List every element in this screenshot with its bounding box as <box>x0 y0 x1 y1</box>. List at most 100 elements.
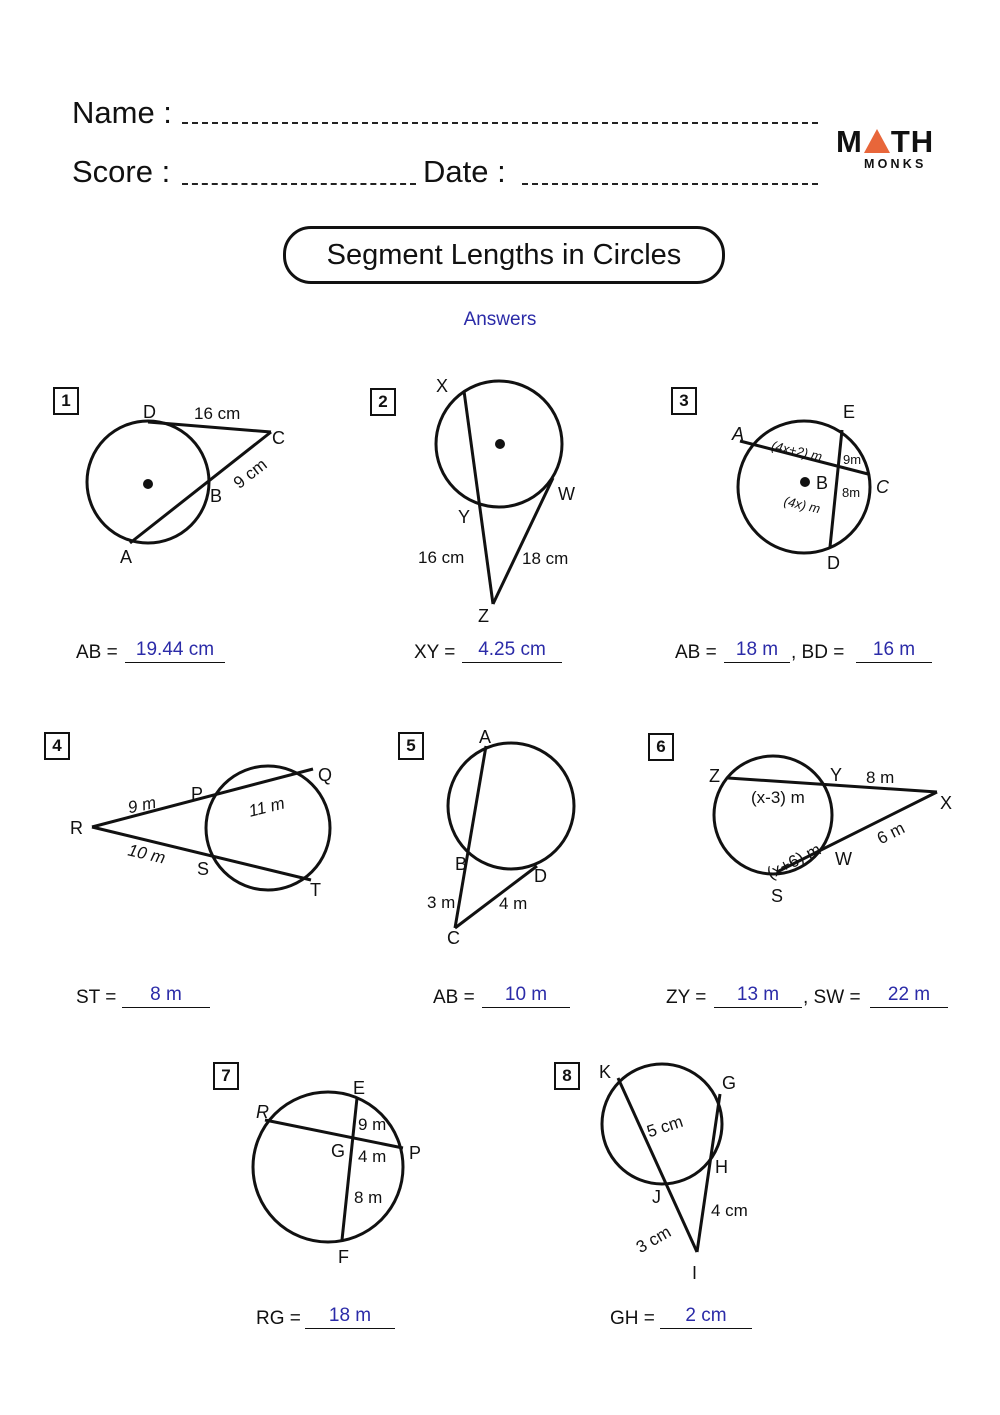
logo: M TH MONKS <box>836 124 934 171</box>
problem-number-8: 8 <box>554 1062 580 1090</box>
p8-measure-ji: 3 cm <box>633 1222 674 1257</box>
p4-measure-rp: 9 m <box>126 793 158 817</box>
p8-secant-ik <box>616 1077 699 1253</box>
score-line[interactable] <box>182 183 416 185</box>
p6-circle <box>712 754 834 876</box>
p2-answer-value[interactable]: 4.25 cm <box>462 640 562 663</box>
p5-secant-ca <box>453 745 488 929</box>
p2-secant-zx <box>462 390 495 605</box>
p6-answer-value-sw[interactable]: 22 m <box>870 985 948 1008</box>
p8-label-k: K <box>599 1062 611 1082</box>
p6-measure-sw: (x+6) m <box>764 840 824 883</box>
p5-label-c: C <box>447 928 460 948</box>
p5-circle <box>446 741 576 871</box>
worksheet-title: Segment Lengths in Circles <box>283 226 725 284</box>
p4-secant-rt <box>91 825 312 882</box>
p1-segment-dc <box>147 420 272 434</box>
p2-answer-label: XY = <box>414 642 456 663</box>
p7-chord-ef <box>340 1097 359 1241</box>
p3-answer-label-bd: , BD = <box>791 642 845 663</box>
p2-label-w: W <box>558 484 575 504</box>
p4-label-q: Q <box>318 765 332 785</box>
p3-measure-ab: (4x+2) m <box>770 438 824 464</box>
logo-text-m: M <box>836 124 863 159</box>
p7-label-f: F <box>338 1247 349 1267</box>
p6-label-y: Y <box>830 765 842 785</box>
p3-answer-value-ab[interactable]: 18 m <box>724 640 790 663</box>
date-label: Date : <box>423 154 506 189</box>
p3-measure-bc: 8m <box>842 485 860 500</box>
p7-chord-rp <box>264 1118 404 1150</box>
p5-answer-label: AB = <box>433 987 475 1008</box>
p3-chord-ed <box>828 429 844 548</box>
score-label: Score : <box>72 154 171 189</box>
p6-label-s: S <box>771 886 783 906</box>
p1-label-c: C <box>272 428 285 448</box>
p4-label-s: S <box>197 859 209 879</box>
p8-answer-label: GH = <box>610 1308 655 1329</box>
p2-label-z: Z <box>478 606 489 626</box>
problem-number-5: 5 <box>398 732 424 760</box>
p1-answer-value[interactable]: 19.44 cm <box>125 640 225 663</box>
p8-measure-kj: 5 cm <box>644 1112 685 1141</box>
p6-measure-zy: (x-3) m <box>751 788 805 807</box>
p5-label-b: B <box>455 854 467 874</box>
p8-measure-hi: 4 cm <box>711 1201 748 1220</box>
p8-answer-value[interactable]: 2 cm <box>660 1306 752 1329</box>
logo-text-th: TH <box>890 124 935 159</box>
problem-number-4: 4 <box>44 732 70 760</box>
p6-secant-xz <box>727 776 938 794</box>
p1-measure-dc: 16 cm <box>194 404 240 423</box>
p8-circle <box>600 1062 724 1186</box>
p8-secant-ig <box>695 1093 722 1253</box>
p4-secant-rq <box>91 767 314 829</box>
p2-measure-wz: 18 cm <box>522 549 568 568</box>
problem-number-6: 6 <box>648 733 674 761</box>
p3-circle <box>736 419 872 555</box>
p5-answer-value[interactable]: 10 m <box>482 985 570 1008</box>
p1-answer-label: AB = <box>76 642 118 663</box>
p4-measure-pq: 11 m <box>247 794 287 821</box>
p4-label-t: T <box>310 880 321 900</box>
p8-label-i: I <box>692 1263 697 1283</box>
p1-center-dot <box>143 479 153 489</box>
problem-number-2: 2 <box>370 388 396 416</box>
p2-tangent-zw <box>491 477 555 605</box>
p8-label-h: H <box>715 1157 728 1177</box>
p6-answer-label-zy: ZY = <box>666 987 707 1008</box>
date-line[interactable] <box>522 183 818 185</box>
p7-measure-gf: 8 m <box>354 1188 382 1207</box>
p2-measure-yz: 16 cm <box>418 548 464 567</box>
problem-number-7: 7 <box>213 1062 239 1090</box>
p3-center-dot <box>800 477 810 487</box>
p8-label-j: J <box>652 1187 661 1207</box>
p6-label-x: X <box>940 793 952 813</box>
p6-label-w: W <box>835 849 852 869</box>
p7-label-r: R <box>256 1102 269 1122</box>
p1-label-a: A <box>120 547 132 567</box>
p6-answer-value-zy[interactable]: 13 m <box>714 985 802 1008</box>
p3-chord-ac <box>739 439 869 476</box>
p2-label-x: X <box>436 376 448 396</box>
name-line[interactable] <box>182 122 818 124</box>
p6-label-z: Z <box>709 766 720 786</box>
p7-answer-value[interactable]: 18 m <box>305 1306 395 1329</box>
problem-number-3: 3 <box>671 387 697 415</box>
p4-label-p: P <box>191 784 203 804</box>
p6-answer-label-sw: , SW = <box>803 987 861 1008</box>
answers-subtitle: Answers <box>463 309 537 330</box>
p7-label-p: P <box>409 1143 421 1163</box>
logo-text-monks: MONKS <box>864 157 927 171</box>
p4-answer-value[interactable]: 8 m <box>122 985 210 1008</box>
p7-circle <box>251 1090 405 1244</box>
p2-center-dot <box>495 439 505 449</box>
triangle-icon <box>863 129 890 153</box>
p3-answer-value-bd[interactable]: 16 m <box>856 640 932 663</box>
p3-label-e: E <box>843 402 855 422</box>
p6-secant-xs <box>776 790 938 874</box>
p3-label-c: C <box>876 477 890 497</box>
name-label: Name : <box>72 95 172 130</box>
p3-measure-eb: 9m <box>843 452 861 467</box>
p7-measure-eg: 9 m <box>358 1115 386 1134</box>
